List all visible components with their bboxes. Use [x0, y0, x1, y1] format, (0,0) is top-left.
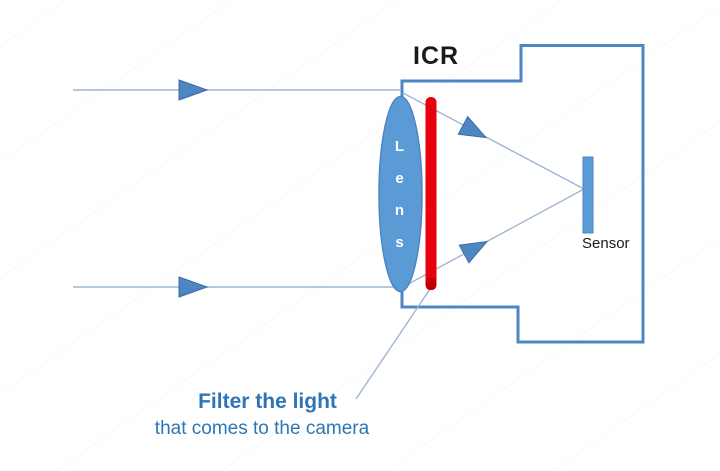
- incoming-ray-top-arrowhead-icon: [178, 79, 209, 101]
- refracted-ray-top-arrowhead-icon: [457, 115, 488, 139]
- ir-filter-bar: [425, 97, 437, 290]
- lens-label: Lens: [391, 138, 408, 266]
- incoming-ray-bottom-arrowhead-icon: [178, 276, 209, 298]
- camera-body-outline: [400, 44, 645, 344]
- filter-caption-line2: that comes to the camera: [154, 418, 370, 439]
- refracted-ray-bottom-arrowhead-icon: [458, 240, 489, 264]
- sensor-label: Sensor: [582, 235, 630, 252]
- ir-filter-bar-cap: [426, 278, 436, 290]
- filter-callout-line: [355, 288, 431, 400]
- icr-title-label: ICR: [413, 42, 460, 70]
- lens-shape: [378, 95, 423, 293]
- filter-caption-line1: Filter the light: [198, 390, 337, 413]
- sensor-shape: [582, 156, 594, 234]
